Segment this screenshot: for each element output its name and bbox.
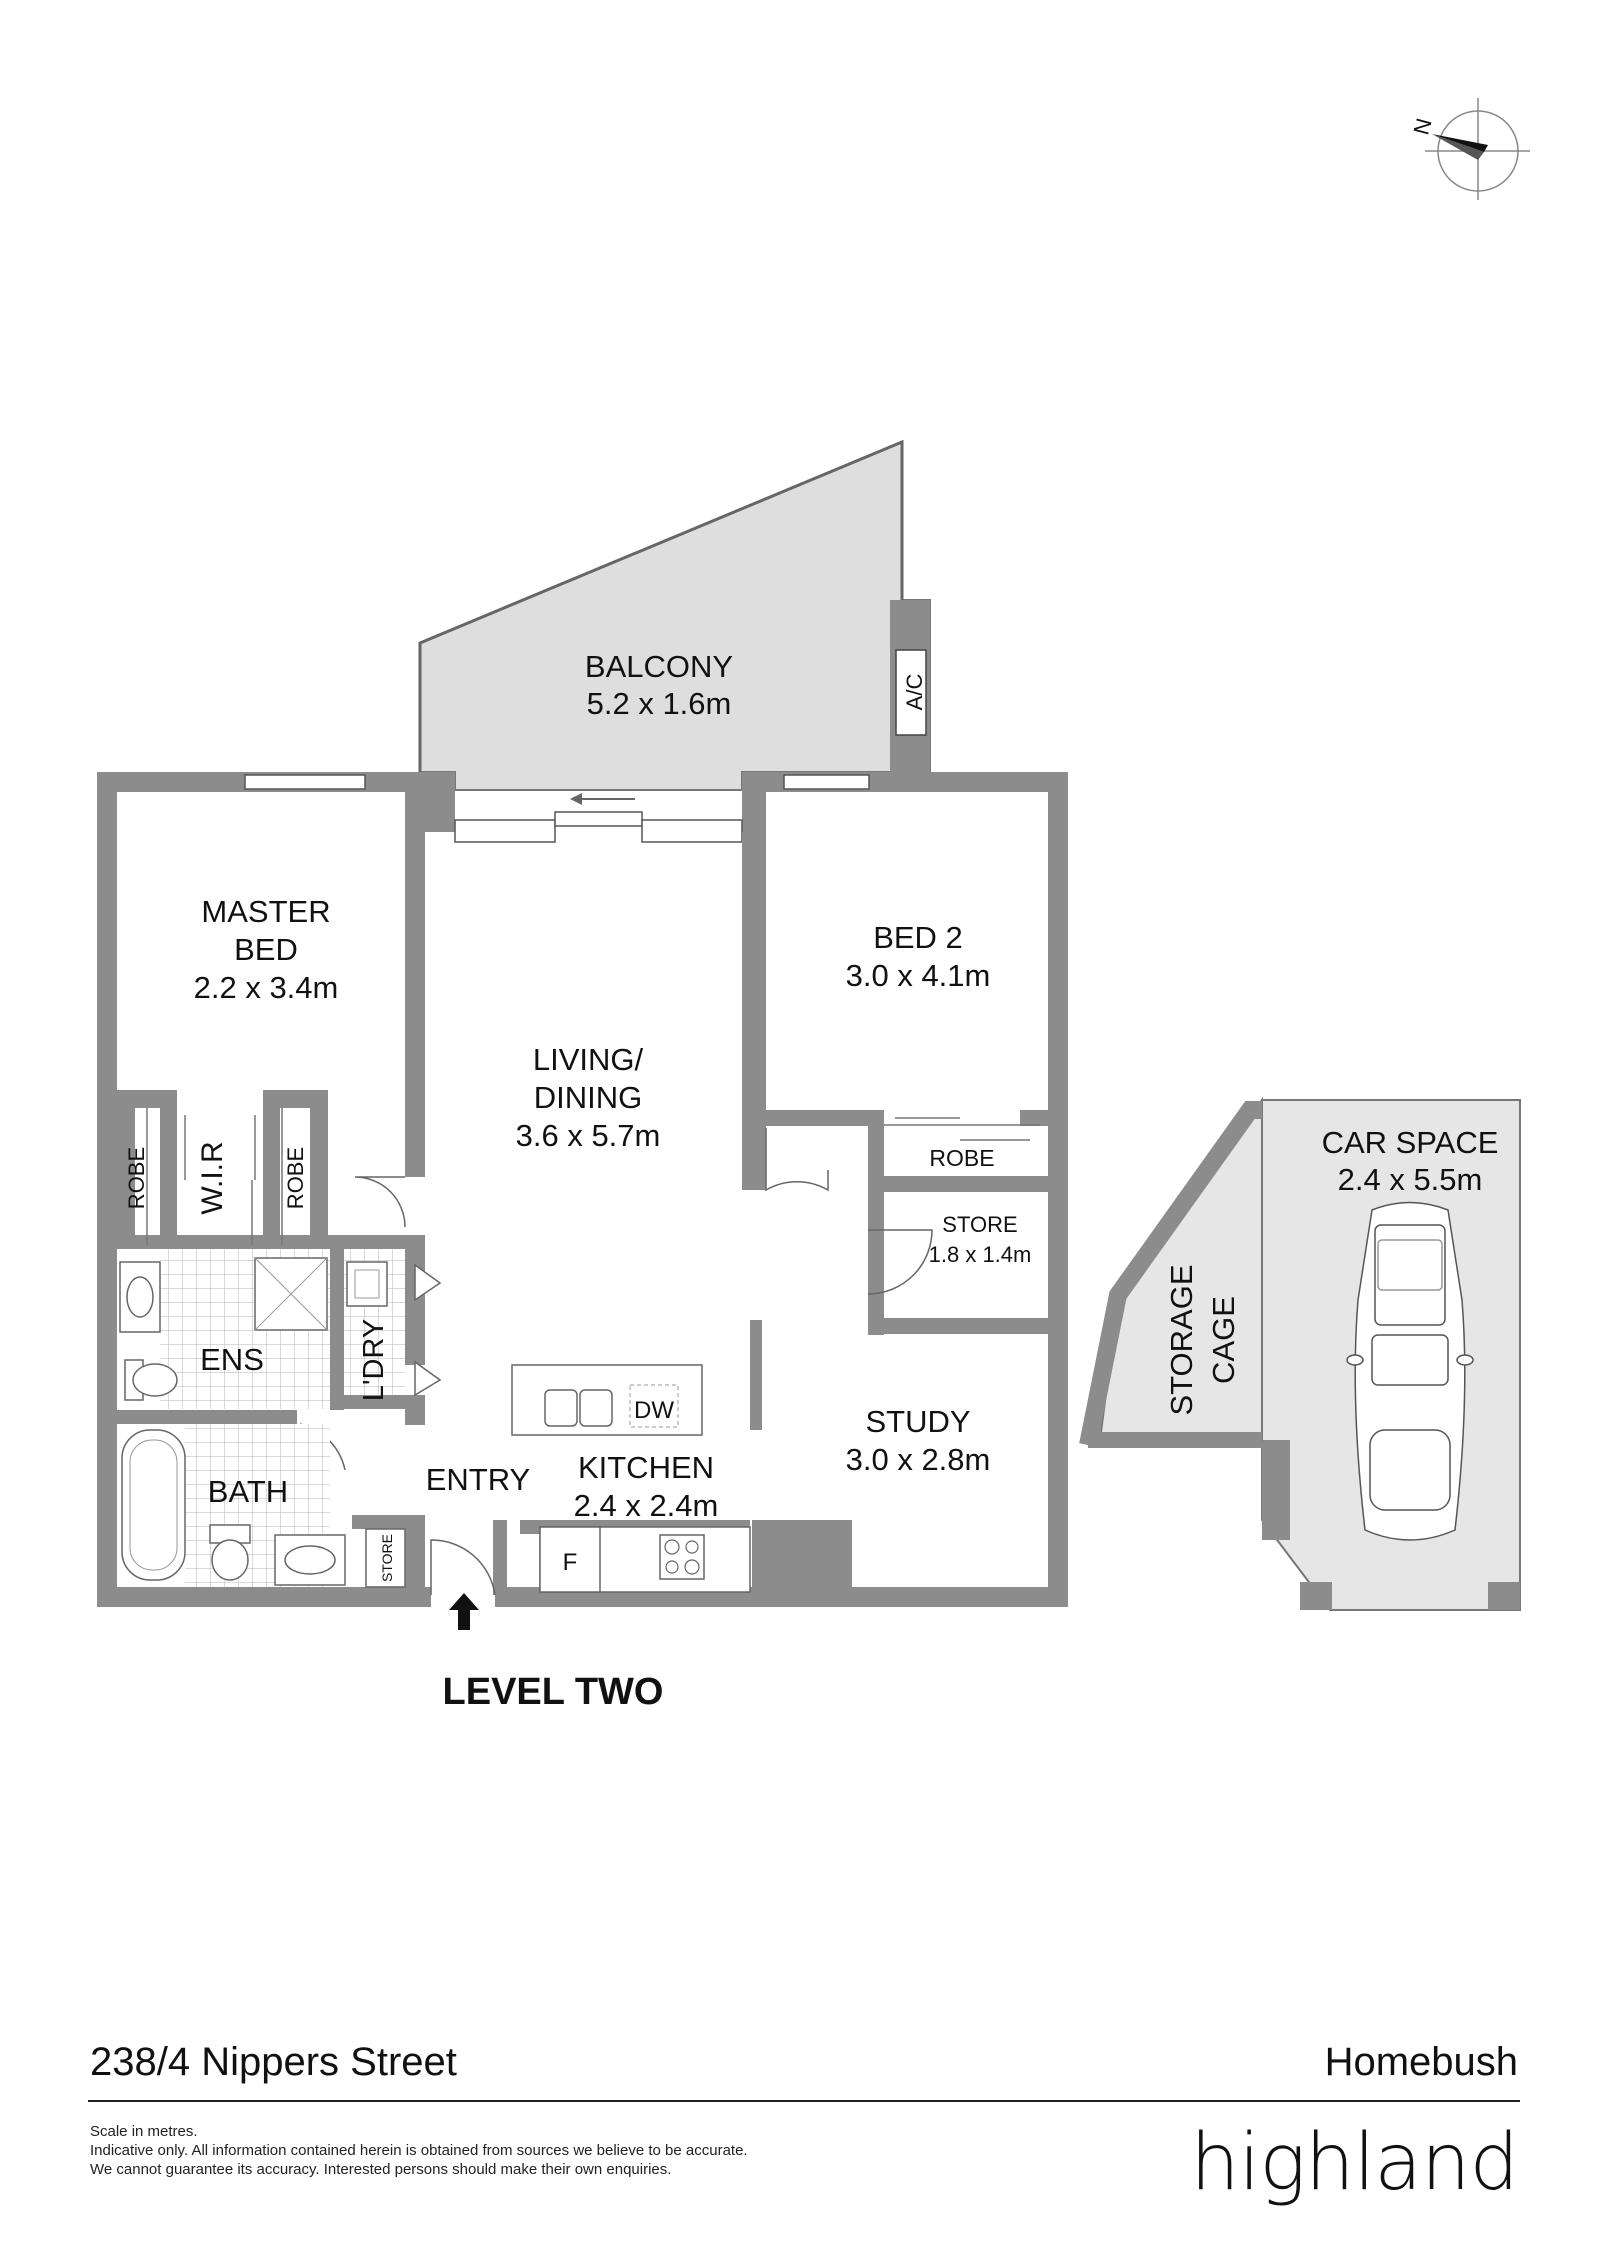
ac-label: A/C xyxy=(902,674,927,711)
robe-right-label: ROBE xyxy=(283,1147,308,1209)
compass-label: N xyxy=(1408,116,1436,138)
car-space-size: 2.4 x 5.5m xyxy=(1338,1162,1483,1197)
wardrobes xyxy=(146,1108,1040,1245)
master-bed-size: 2.2 x 3.4m xyxy=(194,970,339,1005)
bath-label: BATH xyxy=(208,1474,288,1509)
room-labels: BALCONY 5.2 x 1.6m A/C MASTER BED 2.2 x … xyxy=(124,649,1498,1582)
storage-cage-label: STORAGE xyxy=(1164,1264,1199,1415)
kitchen-fixtures xyxy=(511,1364,751,1593)
car-space-label: CAR SPACE xyxy=(1322,1125,1499,1160)
entry-arrow-icon xyxy=(449,1593,479,1630)
store-mid-label: STORE xyxy=(942,1212,1017,1237)
interior-walls xyxy=(117,832,1048,1607)
entry-label: ENTRY xyxy=(426,1462,531,1497)
wet-areas xyxy=(119,1249,442,1588)
balcony-size: 5.2 x 1.6m xyxy=(587,686,732,721)
master-bed-label: MASTER xyxy=(201,894,330,929)
car-icon xyxy=(1346,1201,1474,1541)
balcony xyxy=(418,439,931,791)
wir-label: W.I.R xyxy=(196,1141,229,1214)
store-mid-size: 1.8 x 1.4m xyxy=(929,1242,1032,1267)
property-suburb: Homebush xyxy=(1324,2040,1518,2084)
store-small-label: STORE xyxy=(379,1534,395,1582)
bed2-label: BED 2 xyxy=(873,920,963,955)
master-bed-label-2: BED xyxy=(234,932,298,967)
disclaimer-line: Indicative only. All information contain… xyxy=(90,2142,748,2159)
windows xyxy=(244,774,870,843)
kitchen-label: KITCHEN xyxy=(578,1450,714,1485)
living-label-2: DINING xyxy=(534,1080,643,1115)
sliding-door-arrow-icon xyxy=(570,793,635,805)
disclaimer: Scale in metres. Indicative only. All in… xyxy=(90,2122,748,2179)
ens-label: ENS xyxy=(200,1342,264,1377)
disclaimer-line: Scale in metres. xyxy=(90,2123,198,2140)
study-label: STUDY xyxy=(865,1404,970,1439)
agency-logo: highland xyxy=(1190,2118,1519,2208)
living-label: LIVING/ xyxy=(533,1042,644,1077)
dw-label: DW xyxy=(634,1397,674,1424)
ldry-label: L'DRY xyxy=(358,1319,390,1401)
robe-left-label: ROBE xyxy=(124,1147,149,1209)
living-size: 3.6 x 5.7m xyxy=(516,1118,661,1153)
compass-north-icon: N xyxy=(1408,98,1530,200)
bed2-size: 3.0 x 4.1m xyxy=(846,958,991,993)
fridge-label: F xyxy=(563,1549,578,1576)
level-title: LEVEL TWO xyxy=(443,1671,664,1713)
footer-divider xyxy=(88,2100,1520,2102)
robe-bed2-label: ROBE xyxy=(929,1145,994,1171)
disclaimer-line: We cannot guarantee its accuracy. Intere… xyxy=(90,2161,672,2178)
study-size: 3.0 x 2.8m xyxy=(846,1442,991,1477)
kitchen-size: 2.4 x 2.4m xyxy=(574,1488,719,1523)
storage-cage-label-2: CAGE xyxy=(1206,1296,1241,1384)
property-address: 238/4 Nippers Street xyxy=(90,2040,457,2084)
balcony-label: BALCONY xyxy=(585,649,733,684)
